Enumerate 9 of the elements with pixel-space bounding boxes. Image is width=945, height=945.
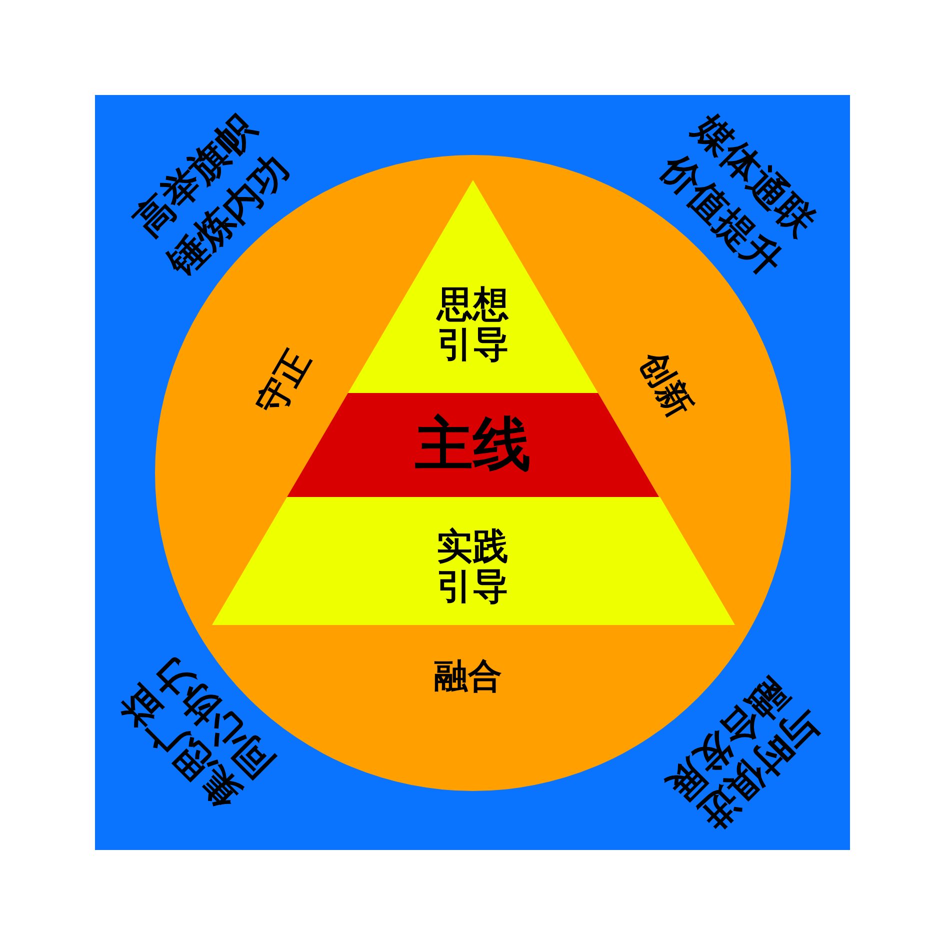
layer-label: 实践引导	[436, 527, 510, 607]
pyramid-top	[348, 180, 598, 393]
pyramid-base	[212, 497, 734, 625]
band-label: 创新	[630, 344, 701, 426]
band-label: 融合	[433, 658, 503, 696]
band-label: 守正	[249, 342, 320, 424]
layer-label: 思想引导	[435, 285, 510, 365]
square-background	[95, 95, 850, 850]
layer-label: 主线	[414, 413, 532, 477]
